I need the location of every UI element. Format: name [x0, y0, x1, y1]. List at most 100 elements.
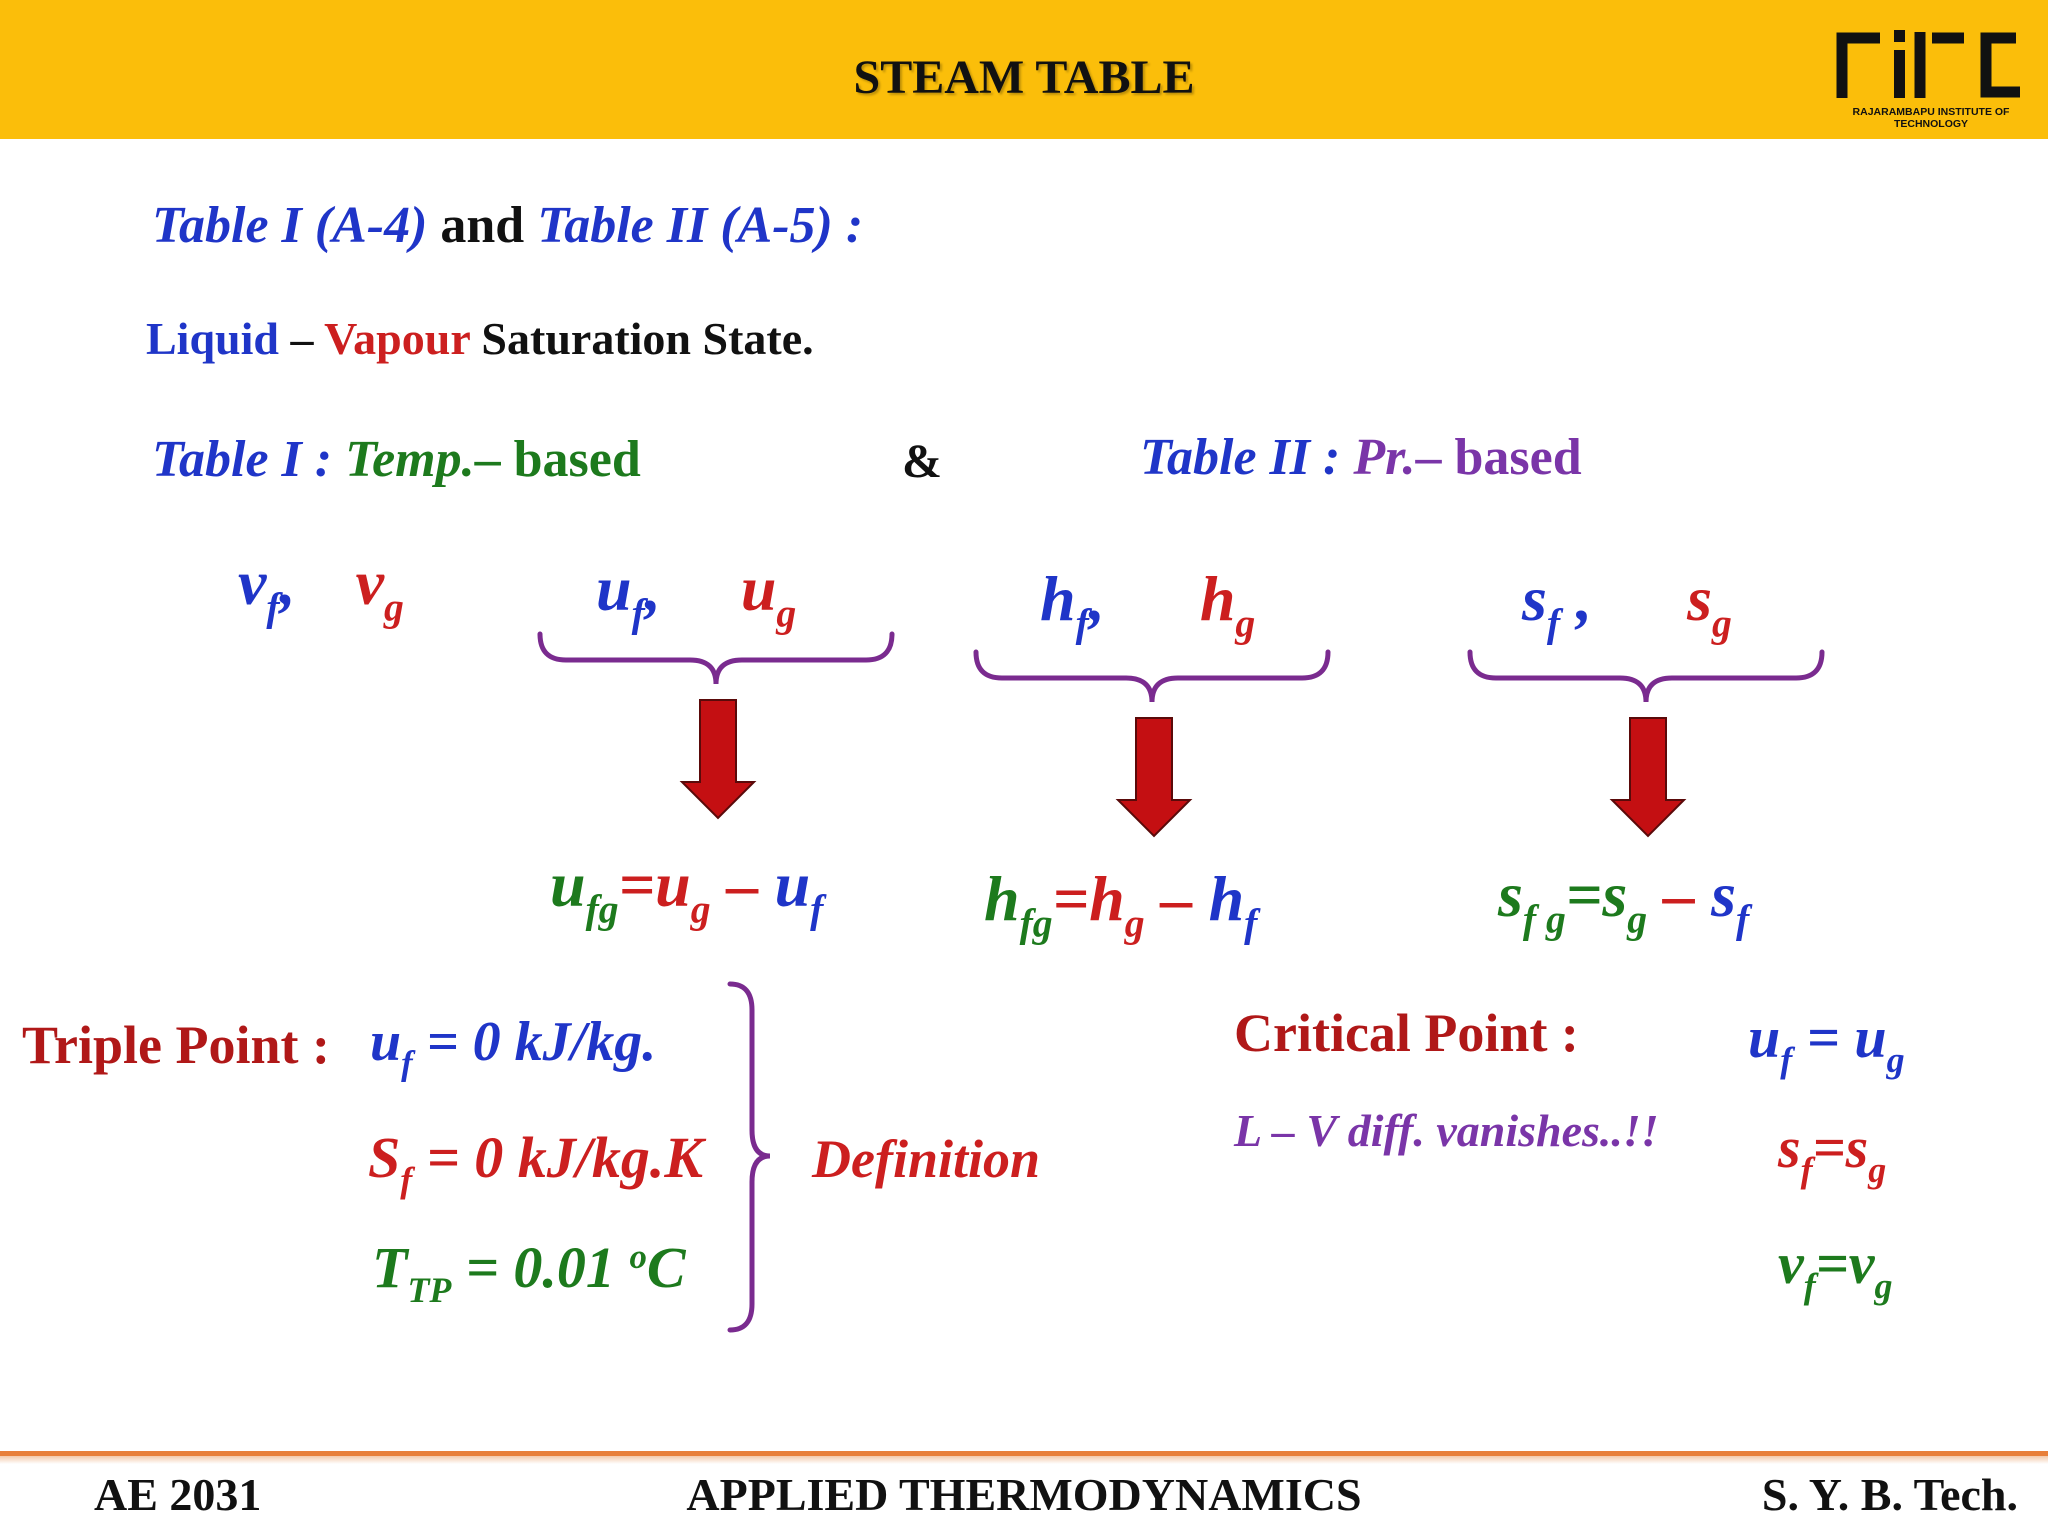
subscript: TP	[407, 1270, 452, 1311]
minus: –	[1160, 863, 1193, 934]
subscript: g	[1886, 1040, 1905, 1081]
table-ii-label: Table II :	[1140, 429, 1341, 486]
v-properties: vf,vg	[238, 546, 404, 627]
header-bar: STEAM TABLE RAJARAMBAPU INSTITUTE OF TEC…	[0, 0, 2048, 139]
subscript: f	[1075, 601, 1089, 646]
subscript: f	[400, 1160, 413, 1201]
subscript: fg	[1019, 901, 1053, 946]
h-brace-icon	[973, 649, 1331, 703]
ug-symbol: u	[740, 553, 777, 624]
u-brace-icon	[537, 631, 895, 685]
subscript: f	[1803, 1266, 1816, 1307]
vf-symbol: v	[238, 547, 267, 618]
subscript: g	[1712, 601, 1732, 646]
table-i-ref: Table I (A-4)	[152, 197, 428, 254]
comma: ,	[279, 547, 296, 618]
vg-symbol: v	[1848, 1231, 1875, 1296]
h-properties: hf,hg	[1040, 562, 1255, 643]
u-properties: uf,ug	[596, 552, 796, 633]
uf-symbol: u	[1748, 1005, 1781, 1070]
course-code: AE 2031	[94, 1469, 262, 1520]
ufg-symbol: u	[550, 849, 586, 920]
triple-uf-row: uf = 0 kJ/kg.	[370, 1010, 657, 1080]
saturation-state-line: Liquid – Vapour Saturation State.	[146, 312, 814, 365]
t-symbol: T	[372, 1235, 408, 1300]
subscript: f	[1546, 601, 1561, 646]
subscript: f	[266, 585, 280, 630]
sg-symbol: s	[1687, 563, 1713, 634]
triple-point-label: Triple Point :	[22, 1015, 330, 1075]
s-brace-icon	[1467, 649, 1825, 703]
definition-label: Definition	[812, 1129, 1041, 1189]
footer-divider	[0, 1451, 2048, 1456]
triple-sf-row: Sf = 0 kJ/kg.K	[368, 1124, 704, 1198]
logo-caption: RAJARAMBAPU INSTITUTE OF TECHNOLOGY	[1852, 106, 2010, 130]
unit: C	[646, 1235, 686, 1300]
temp-word: Temp.	[345, 431, 475, 488]
comma: ,	[644, 553, 661, 624]
equals: =	[1815, 1231, 1849, 1296]
sg-symbol: s	[1845, 1115, 1869, 1180]
u-arrow-icon	[679, 699, 757, 820]
hf-symbol: h	[1040, 563, 1076, 634]
subscript: f	[1736, 897, 1750, 942]
uf-value: = 0 kJ/kg.	[426, 1011, 657, 1073]
subscript: f	[1244, 901, 1258, 946]
hg-symbol: h	[1199, 563, 1236, 634]
subscript: fg	[585, 887, 619, 932]
dash: –	[290, 313, 314, 364]
subscript: f	[401, 1043, 413, 1083]
minus: –	[726, 849, 759, 920]
subscript: g	[384, 585, 404, 630]
course-title: APPLIED THERMODYNAMICS	[686, 1469, 1362, 1520]
s-arrow-icon	[1609, 717, 1687, 838]
vf-symbol: v	[1778, 1231, 1804, 1296]
based-word: – based	[1415, 429, 1582, 486]
sf-symbol: s	[1522, 563, 1547, 634]
subscript: f g	[1522, 897, 1566, 942]
minus: –	[1663, 859, 1696, 930]
sf-symbol: S	[368, 1125, 401, 1190]
and-word: and	[440, 197, 525, 254]
equals: =	[1052, 863, 1090, 934]
table-ii-ref: Table II (A-5) :	[537, 197, 864, 254]
subscript: g	[690, 887, 711, 932]
subscript: g	[1124, 901, 1145, 946]
comma: ,	[1576, 563, 1593, 634]
class-name: S. Y. B. Tech.	[1761, 1469, 2018, 1520]
table-i-basis: Table I : Temp.– based	[152, 430, 641, 489]
subscript: f	[810, 887, 824, 932]
uf-symbol: u	[596, 553, 632, 624]
ampersand: &	[902, 435, 942, 488]
ug-symbol: u	[1854, 1005, 1887, 1070]
subscript: g	[1868, 1150, 1887, 1191]
definition-brace-icon	[727, 981, 771, 1333]
hf-symbol: h	[1208, 863, 1245, 934]
subscript: g	[1235, 601, 1256, 646]
subscript: f	[1800, 1150, 1813, 1191]
equals: =	[618, 849, 656, 920]
sf-symbol: s	[1711, 859, 1736, 930]
equals: =	[1806, 1005, 1840, 1070]
hfg-symbol: h	[984, 863, 1020, 934]
hfg-equation: hfg=hg – hf	[984, 862, 1257, 943]
sf-value: = 0 kJ/kg.K	[426, 1125, 704, 1190]
sf-symbol: s	[1778, 1115, 1801, 1180]
uf-symbol: u	[774, 849, 811, 920]
tables-heading: Table I (A-4) and Table II (A-5) :	[152, 196, 863, 255]
pr-word: Pr.	[1353, 429, 1416, 486]
subscript: g	[1627, 897, 1648, 942]
equals: =	[1565, 859, 1603, 930]
subscript: f	[1780, 1040, 1793, 1081]
critical-v-row: vf=vg	[1778, 1230, 1893, 1304]
hg-symbol: h	[1089, 863, 1125, 934]
page-title: STEAM TABLE	[853, 51, 1195, 104]
rit-logo-icon	[1836, 30, 2020, 98]
ug-symbol: u	[655, 849, 691, 920]
degree-mark: o	[629, 1236, 647, 1276]
subscript: g	[1874, 1266, 1893, 1307]
s-properties: sf ,sg	[1522, 562, 1732, 643]
liquid-word: Liquid	[146, 313, 279, 364]
critical-s-row: sf=sg	[1778, 1114, 1886, 1188]
ttp-value: = 0.01	[465, 1235, 615, 1300]
